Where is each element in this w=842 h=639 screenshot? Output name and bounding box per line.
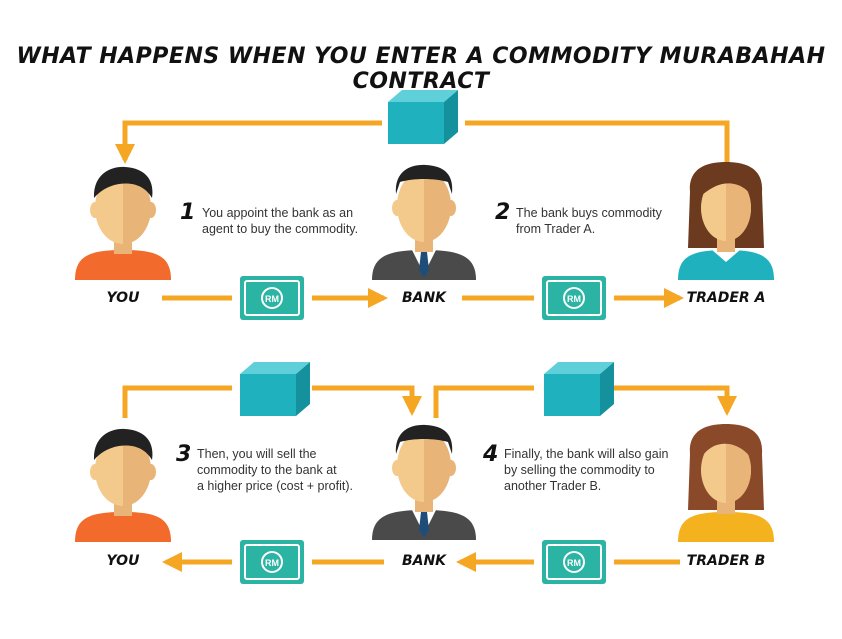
trader-b-person-icon [678, 424, 774, 542]
svg-text:RM: RM [567, 294, 581, 304]
commodity-box-icon [388, 90, 458, 144]
money-note-icon: RM [542, 540, 606, 584]
arrow-box3-to-bank [312, 385, 422, 416]
label-trader-b: TRADER B [686, 553, 766, 569]
arrow-commodity-into-you [115, 120, 382, 164]
label-trader-a: TRADER A [686, 290, 766, 306]
commodity-box-icon [240, 362, 310, 416]
label-you-bottom: YOU [106, 553, 140, 569]
step-4-text: Finally, the bank will also gain by sell… [504, 447, 669, 493]
diagram-title: WHAT HAPPENS WHEN YOU ENTER A COMMODITY … [16, 44, 826, 94]
trader-a-person-icon [678, 162, 774, 280]
step-3-number: 3 [176, 442, 192, 467]
step-3-text: Then, you will sell the commodity to the… [197, 447, 353, 493]
arrow-box4-to-traderb [614, 385, 737, 416]
money-note-icon: RM [240, 540, 304, 584]
step-2-number: 2 [495, 200, 511, 225]
step-2-text: The bank buys commodity from Trader A. [516, 206, 662, 236]
label-bank-top: BANK [401, 290, 447, 306]
label-bank-bottom: BANK [401, 553, 447, 569]
arrow-you-to-box3 [122, 385, 232, 418]
money-note-icon: RM [240, 276, 304, 320]
step-1-text: You appoint the bank as an agent to buy … [202, 206, 359, 236]
bank-person-icon [372, 424, 476, 540]
step-1-number: 1 [180, 200, 196, 225]
you-person-icon [75, 166, 171, 280]
label-you-top: YOU [106, 290, 140, 306]
bank-person-icon [372, 164, 476, 280]
svg-text:RM: RM [265, 294, 279, 304]
step-4-number: 4 [483, 442, 499, 467]
arrow-bank-to-box4 [433, 385, 534, 418]
money-note-icon: RM [542, 276, 606, 320]
arrow-commodity-tradera-to-you [465, 120, 730, 165]
you-person-icon [75, 428, 171, 542]
svg-text:RM: RM [567, 558, 581, 568]
commodity-box-icon [544, 362, 614, 416]
svg-text:RM: RM [265, 558, 279, 568]
